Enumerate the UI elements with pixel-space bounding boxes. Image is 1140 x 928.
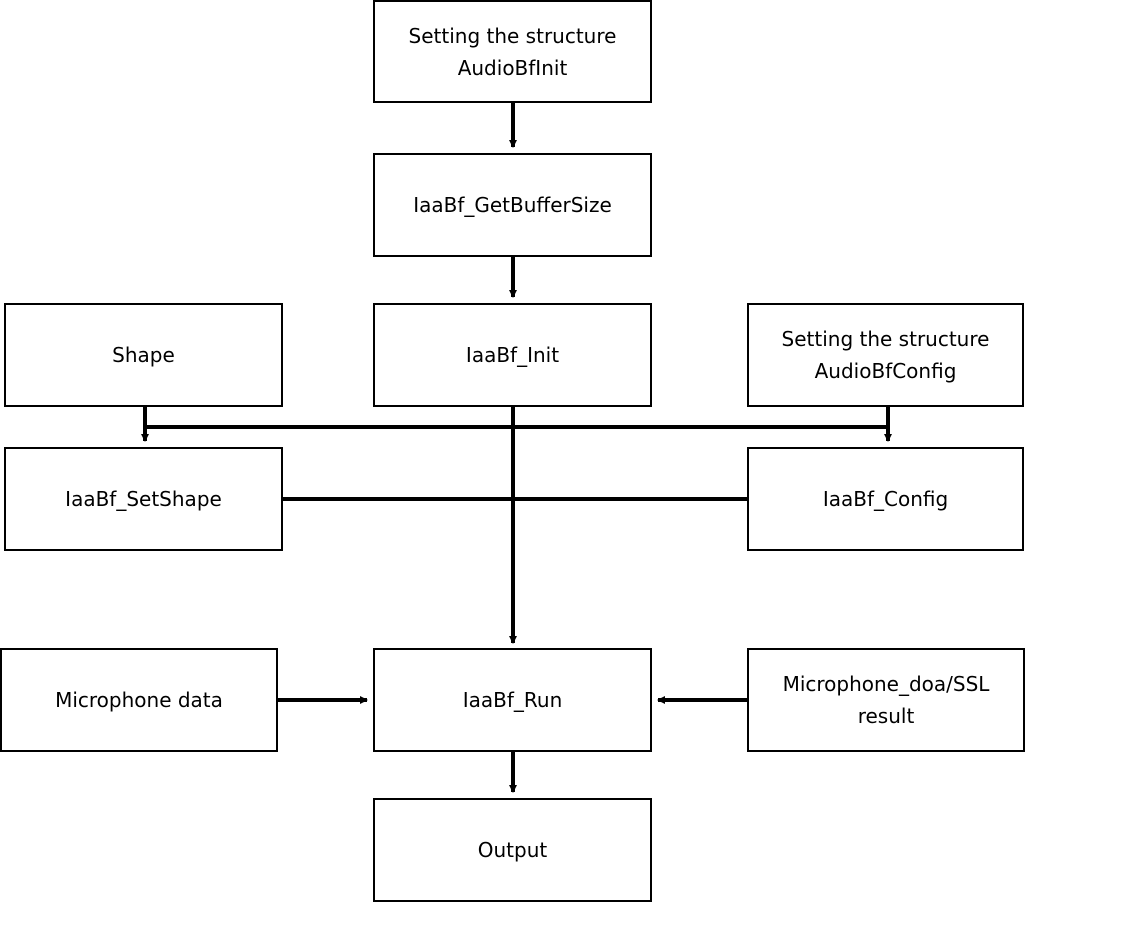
- node-mic-data: Microphone data: [0, 648, 278, 752]
- node-output: Output: [373, 798, 652, 902]
- node-run: IaaBf_Run: [373, 648, 652, 752]
- node-get-buffer-size-label: IaaBf_GetBufferSize: [413, 193, 612, 217]
- node-doa-result-line-2: result: [857, 704, 915, 728]
- node-init-label: IaaBf_Init: [465, 343, 560, 367]
- node-config-label: IaaBf_Config: [822, 487, 949, 511]
- node-init-struct: Setting the structure AudioBfInit: [373, 0, 652, 103]
- node-get-buffer-size: IaaBf_GetBufferSize: [373, 153, 652, 257]
- node-output-label: Output: [477, 838, 548, 862]
- node-init-struct-line-1: Setting the structure: [408, 23, 617, 48]
- node-config-struct: Setting the structure AudioBfConfig: [747, 303, 1024, 407]
- node-shape: Shape: [4, 303, 283, 407]
- node-doa-result: Microphone_doa/SSL result: [747, 648, 1025, 752]
- node-set-shape-label: IaaBf_SetShape: [65, 487, 222, 511]
- node-mic-data-label: Microphone data: [55, 688, 223, 712]
- node-set-shape: IaaBf_SetShape: [4, 447, 283, 551]
- node-doa-result-line-1: Microphone_doa/SSL: [782, 672, 990, 696]
- node-config: IaaBf_Config: [747, 447, 1024, 551]
- node-config-struct-line-1: Setting the structure: [781, 327, 990, 351]
- node-init: IaaBf_Init: [373, 303, 652, 407]
- node-shape-label: Shape: [112, 343, 175, 367]
- node-run-label: IaaBf_Run: [462, 688, 563, 712]
- node-init-struct-line-2: AudioBfInit: [457, 55, 568, 80]
- node-config-struct-line-2: AudioBfConfig: [814, 359, 957, 383]
